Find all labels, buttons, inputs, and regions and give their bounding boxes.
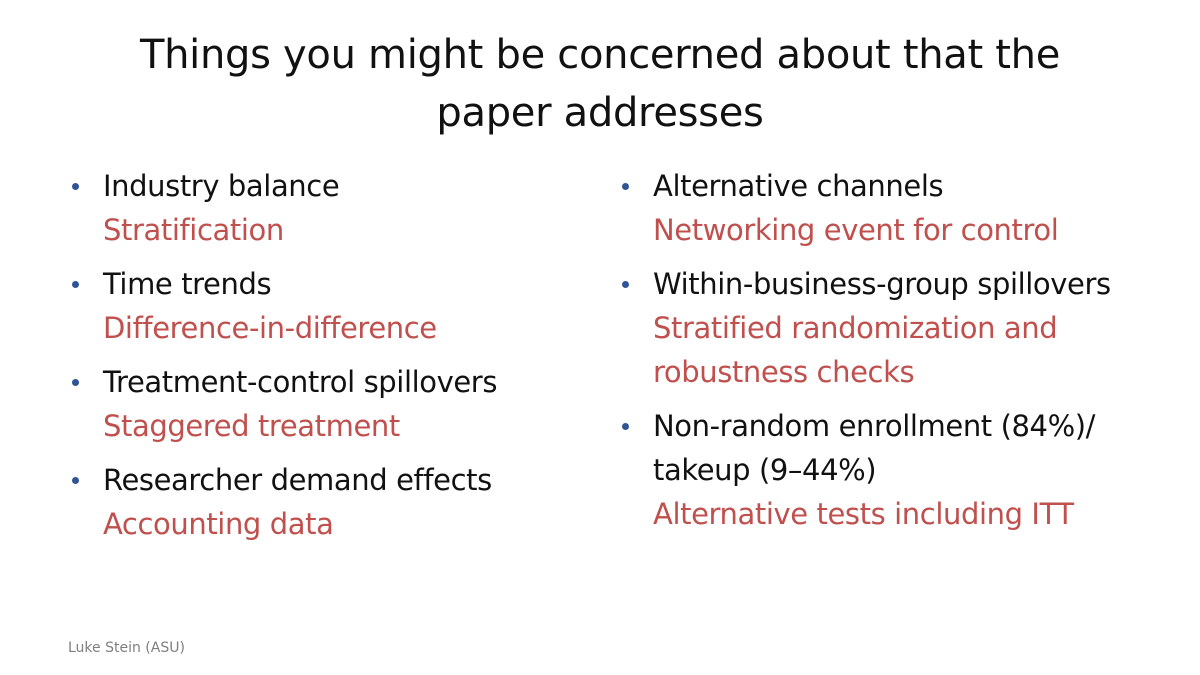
concern-text: Alternative channels xyxy=(653,169,944,203)
concern-text: Industry balance xyxy=(103,169,340,203)
answer-text: Networking event for control xyxy=(653,213,1059,247)
answer-text: Stratification xyxy=(103,213,284,247)
concern-text: Non-random enrollment (84%)/ takeup (9–4… xyxy=(653,409,1096,487)
concern-text: Treatment-control spillovers xyxy=(103,365,498,399)
list-item: Treatment-control spillovers Staggered t… xyxy=(68,360,568,448)
list-item: Researcher demand effects Accounting dat… xyxy=(68,458,568,546)
bullet-icon xyxy=(68,360,82,404)
right-column: Alternative channels Networking event fo… xyxy=(618,164,1158,546)
concern-text: Within-business-group spillovers xyxy=(653,267,1111,301)
bullet-icon xyxy=(68,164,82,208)
footer-author: Luke Stein (ASU) xyxy=(68,640,185,656)
answer-text: Staggered treatment xyxy=(103,409,400,443)
answer-text: Stratified randomization and robustness … xyxy=(653,311,1058,389)
bullet-icon xyxy=(618,404,632,448)
answer-text: Alternative tests including ITT xyxy=(653,497,1074,531)
answer-text: Accounting data xyxy=(103,507,334,541)
answer-text: Difference-in-difference xyxy=(103,311,437,345)
bullet-icon xyxy=(618,262,632,306)
list-item: Time trends Difference-in-difference xyxy=(68,262,568,350)
list-item: Alternative channels Networking event fo… xyxy=(618,164,1158,252)
list-item: Non-random enrollment (84%)/ takeup (9–4… xyxy=(618,404,1158,536)
bullet-icon xyxy=(68,458,82,502)
concern-text: Researcher demand effects xyxy=(103,463,492,497)
left-column: Industry balance Stratification Time tre… xyxy=(68,164,568,556)
concern-text: Time trends xyxy=(103,267,272,301)
slide-title: Things you might be concerned about that… xyxy=(139,32,1061,136)
bullet-icon xyxy=(618,164,632,208)
list-item: Within-business-group spillovers Stratif… xyxy=(618,262,1158,394)
list-item: Industry balance Stratification xyxy=(68,164,568,252)
bullet-icon xyxy=(68,262,82,306)
